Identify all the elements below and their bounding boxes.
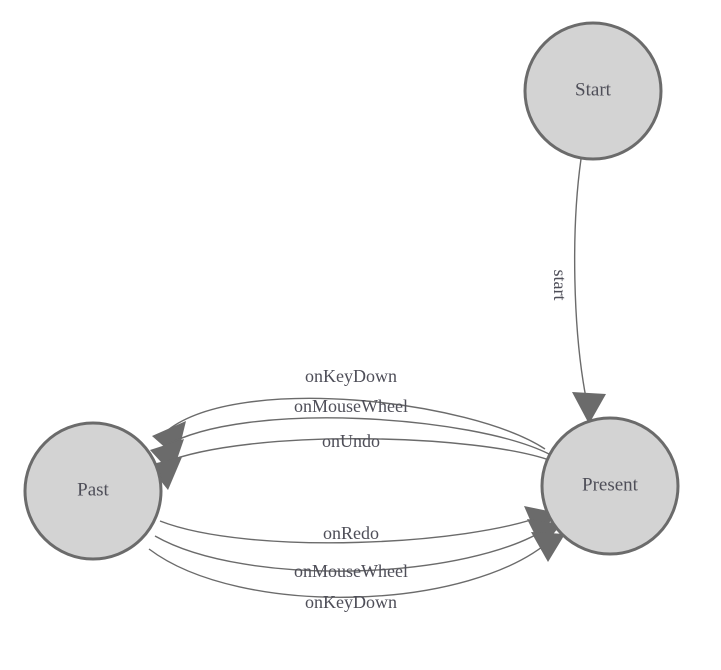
node-start-label: Start — [575, 79, 612, 100]
edge-onredo-to-present-label: onRedo — [323, 523, 379, 543]
edge-onkeydown-to-past-label: onKeyDown — [305, 366, 397, 386]
edge-start-label: start — [550, 270, 570, 301]
edge-start[interactable]: start — [550, 158, 606, 424]
node-present-label: Present — [582, 474, 639, 495]
edge-start-path — [573, 158, 587, 399]
edge-onkeydown-to-present[interactable]: onKeyDown — [148, 532, 565, 612]
edge-onmousewheel-to-present-label: onMouseWheel — [294, 561, 408, 581]
edge-onundo-to-past-path — [162, 438, 553, 464]
edge-onundo-to-past-label: onUndo — [322, 431, 380, 451]
edge-onkeydown-to-present-arrowhead — [531, 532, 565, 562]
node-past-circle — [23, 421, 163, 561]
node-present[interactable]: Present — [540, 416, 680, 556]
node-past[interactable]: Past — [23, 421, 163, 561]
edge-onmousewheel-to-past-label: onMouseWheel — [294, 396, 408, 416]
node-start-circle — [523, 21, 663, 161]
edge-onundo-to-past[interactable]: onUndo — [148, 431, 553, 490]
edge-onmousewheel-to-past-arrowhead — [150, 439, 184, 474]
node-past-label: Past — [77, 479, 109, 500]
edge-start-arrowhead — [572, 392, 606, 424]
edge-onmousewheel-to-past-path — [164, 417, 550, 455]
edge-onkeydown-to-present-path — [148, 537, 554, 598]
node-present-circle — [540, 416, 680, 556]
edge-onmousewheel-to-past[interactable]: onMouseWheel — [150, 396, 550, 474]
node-start[interactable]: Start — [523, 21, 663, 161]
edge-onkeydown-to-past[interactable]: onKeyDown — [152, 366, 546, 458]
edge-onkeydown-to-present-label: onKeyDown — [305, 592, 397, 612]
edge-onkeydown-to-past-path — [167, 397, 546, 450]
edge-onmousewheel-to-present-path — [154, 526, 550, 572]
edge-onredo-to-present[interactable]: onRedo — [159, 506, 558, 544]
edge-onredo-to-present-path — [159, 514, 546, 544]
